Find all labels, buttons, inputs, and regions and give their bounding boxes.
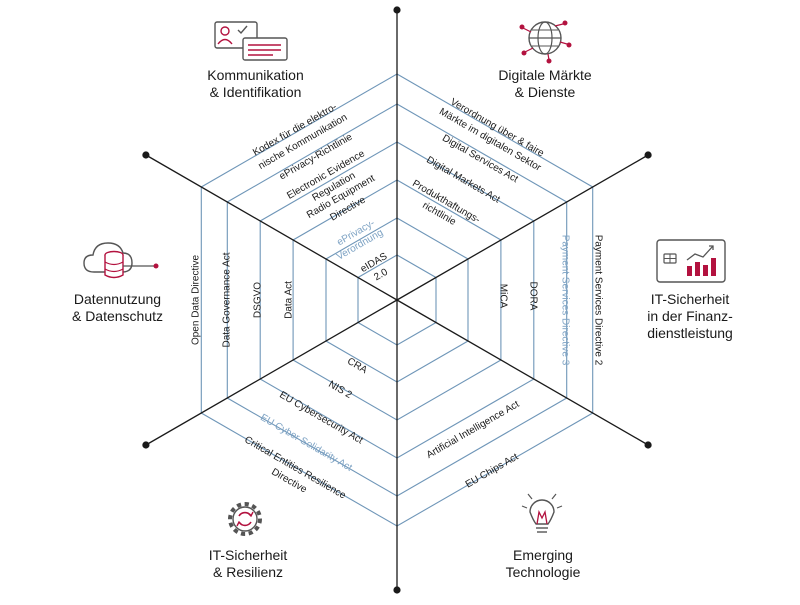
globe-network-icon [519, 20, 572, 64]
category-finanz: IT-Sicherheit in der Finanz- dienstleist… [630, 291, 750, 342]
category-title-line3: dienstleistung [647, 325, 733, 341]
regulation-label-open-data: Open Data Directive [191, 255, 202, 345]
regulation-label-data-act: Data Act [284, 281, 295, 319]
category-kommunikation: Kommunikation & Identifikation [188, 67, 323, 101]
regulation-label-nis2: NIS 2 [326, 379, 354, 401]
category-title-line2: & Resilienz [212, 564, 284, 580]
category-title-line2: Technologie [505, 564, 581, 580]
axis-endpoint-dot [644, 151, 652, 159]
regulation-label-eidas-2: 2.0 [372, 267, 390, 284]
axis-endpoint-dot [393, 586, 401, 594]
regulation-label-chips-act: EU Chips Act [464, 451, 521, 490]
regulation-label-dora: DORA [528, 282, 539, 311]
regulation-label-psd2: Payment Services Directive 2 [593, 235, 604, 366]
radar-axis [145, 154, 398, 301]
category-resilienz: IT-Sicherheit & Resilienz [188, 547, 308, 581]
gear-refresh-icon [228, 502, 262, 536]
category-title-line1: IT-Sicherheit [650, 291, 730, 307]
category-emerging: Emerging Technologie [483, 547, 603, 581]
radar-axis [396, 154, 649, 301]
category-title-line2: & Datenschutz [71, 308, 164, 324]
regulation-label-cra: CRA [345, 356, 369, 376]
cloud-database-icon [83, 242, 159, 279]
category-title-line1: Digitale Märkte [498, 67, 592, 83]
category-digitale-maerkte: Digitale Märkte & Dienste [480, 67, 610, 101]
axis-endpoint-dot [644, 441, 652, 449]
category-title-line2: in der Finanz- [647, 308, 733, 324]
regulation-label-mica: MiCA [498, 284, 509, 309]
regulation-label-cer-1: Critical Entities Resilience [242, 434, 348, 501]
regulation-label-dga: Data Governance Act [222, 252, 233, 347]
category-title-line2: & Identifikation [209, 84, 302, 100]
finance-chart-icon [656, 239, 726, 283]
id-card-icon [214, 21, 288, 61]
axis-endpoint-dot [142, 151, 150, 159]
axis-endpoint-dot [393, 6, 401, 14]
radar-axis [396, 299, 649, 446]
category-title-line1: Kommunikation [207, 67, 304, 83]
regulation-label-dsgvo: DSGVO [253, 282, 264, 318]
category-title-line1: IT-Sicherheit [208, 547, 288, 563]
regulation-label-psd3: Payment Services Directive 3 [560, 235, 571, 366]
category-title-line2: & Dienste [514, 84, 576, 100]
category-title-line1: Emerging [513, 547, 573, 563]
category-title-line1: Datennutzung [73, 291, 162, 307]
radar-axes [142, 6, 652, 594]
radar-axis [145, 299, 398, 446]
axis-endpoint-dot [142, 441, 150, 449]
lightbulb-icon [521, 493, 563, 533]
category-datennutzung: Datennutzung & Datenschutz [55, 291, 180, 325]
